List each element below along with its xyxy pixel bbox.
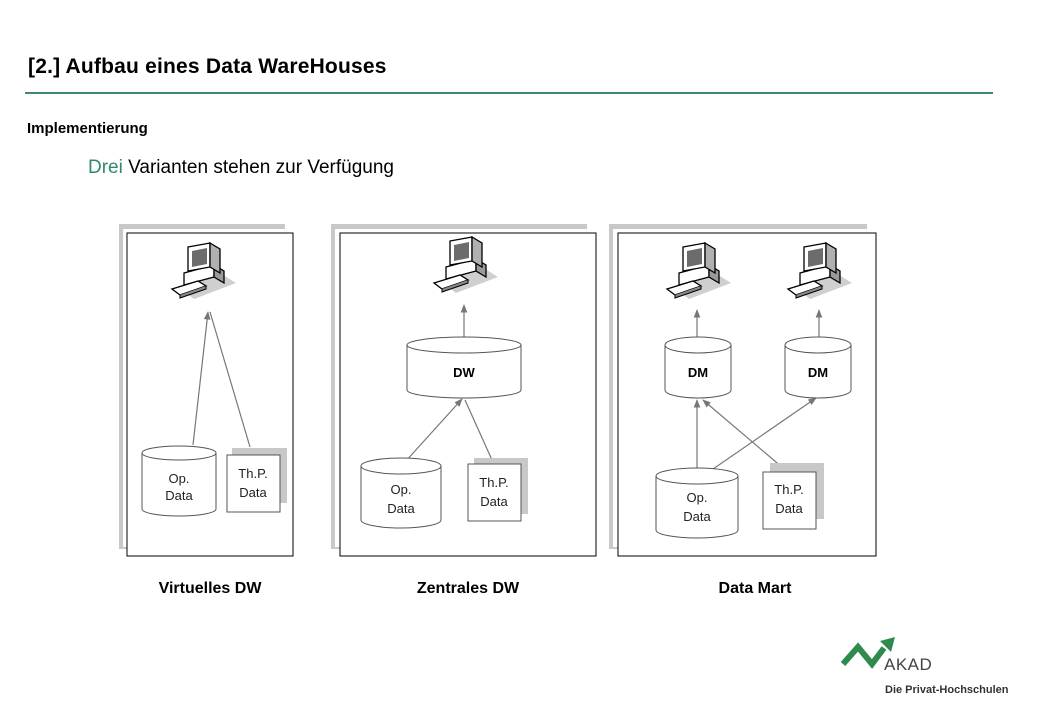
op-data-cylinder	[655, 467, 739, 539]
dw-cylinder	[406, 336, 522, 399]
dm-cylinder-left	[664, 336, 732, 399]
thp-data-box	[467, 458, 528, 522]
panel-data-mart	[609, 224, 877, 557]
panel-label-zentrales-dw: Zentrales DW	[416, 580, 520, 597]
op-label-1: Op.	[391, 482, 412, 497]
thp-label-2: Data	[480, 494, 508, 509]
op-data-cylinder	[360, 457, 442, 529]
section-subtitle: Implementierung	[27, 120, 148, 137]
lead-rest: Varianten stehen zur Verfügung	[122, 157, 394, 178]
panel-virtuelles-dw	[119, 224, 294, 557]
op-data-cylinder	[141, 445, 217, 517]
thp-label-2: Data	[239, 485, 267, 500]
thp-label-1: Th.P.	[479, 475, 508, 490]
panel-label-virtuelles-dw: Virtuelles DW	[158, 580, 262, 597]
op-label-2: Data	[683, 509, 711, 524]
op-label-2: Data	[387, 501, 415, 516]
op-label-1: Op.	[169, 471, 190, 486]
title-divider	[25, 92, 993, 94]
page-title: [2.] Aufbau eines Data WareHouses	[28, 55, 387, 78]
thp-label-1: Th.P.	[774, 482, 803, 497]
thp-data-box	[762, 463, 824, 530]
thp-label-2: Data	[775, 501, 803, 516]
dw-label: DW	[453, 365, 475, 380]
logo-tagline: Die Privat-Hochschulen	[885, 684, 1009, 696]
akad-logo-icon	[840, 637, 895, 669]
lead-accent: Drei	[88, 157, 123, 178]
panel-zentrales-dw	[331, 224, 597, 557]
thp-data-box	[226, 448, 287, 513]
dm-label-right: DM	[808, 365, 828, 380]
logo-name: AKAD	[884, 655, 933, 674]
dm-label-left: DM	[688, 365, 708, 380]
dm-cylinder-right	[784, 336, 852, 399]
op-label-2: Data	[165, 488, 193, 503]
lead-text: Drei Varianten stehen zur Verfügung	[88, 157, 394, 179]
thp-label-1: Th.P.	[238, 466, 267, 481]
op-label-1: Op.	[687, 490, 708, 505]
panel-label-data-mart: Data Mart	[718, 580, 792, 597]
